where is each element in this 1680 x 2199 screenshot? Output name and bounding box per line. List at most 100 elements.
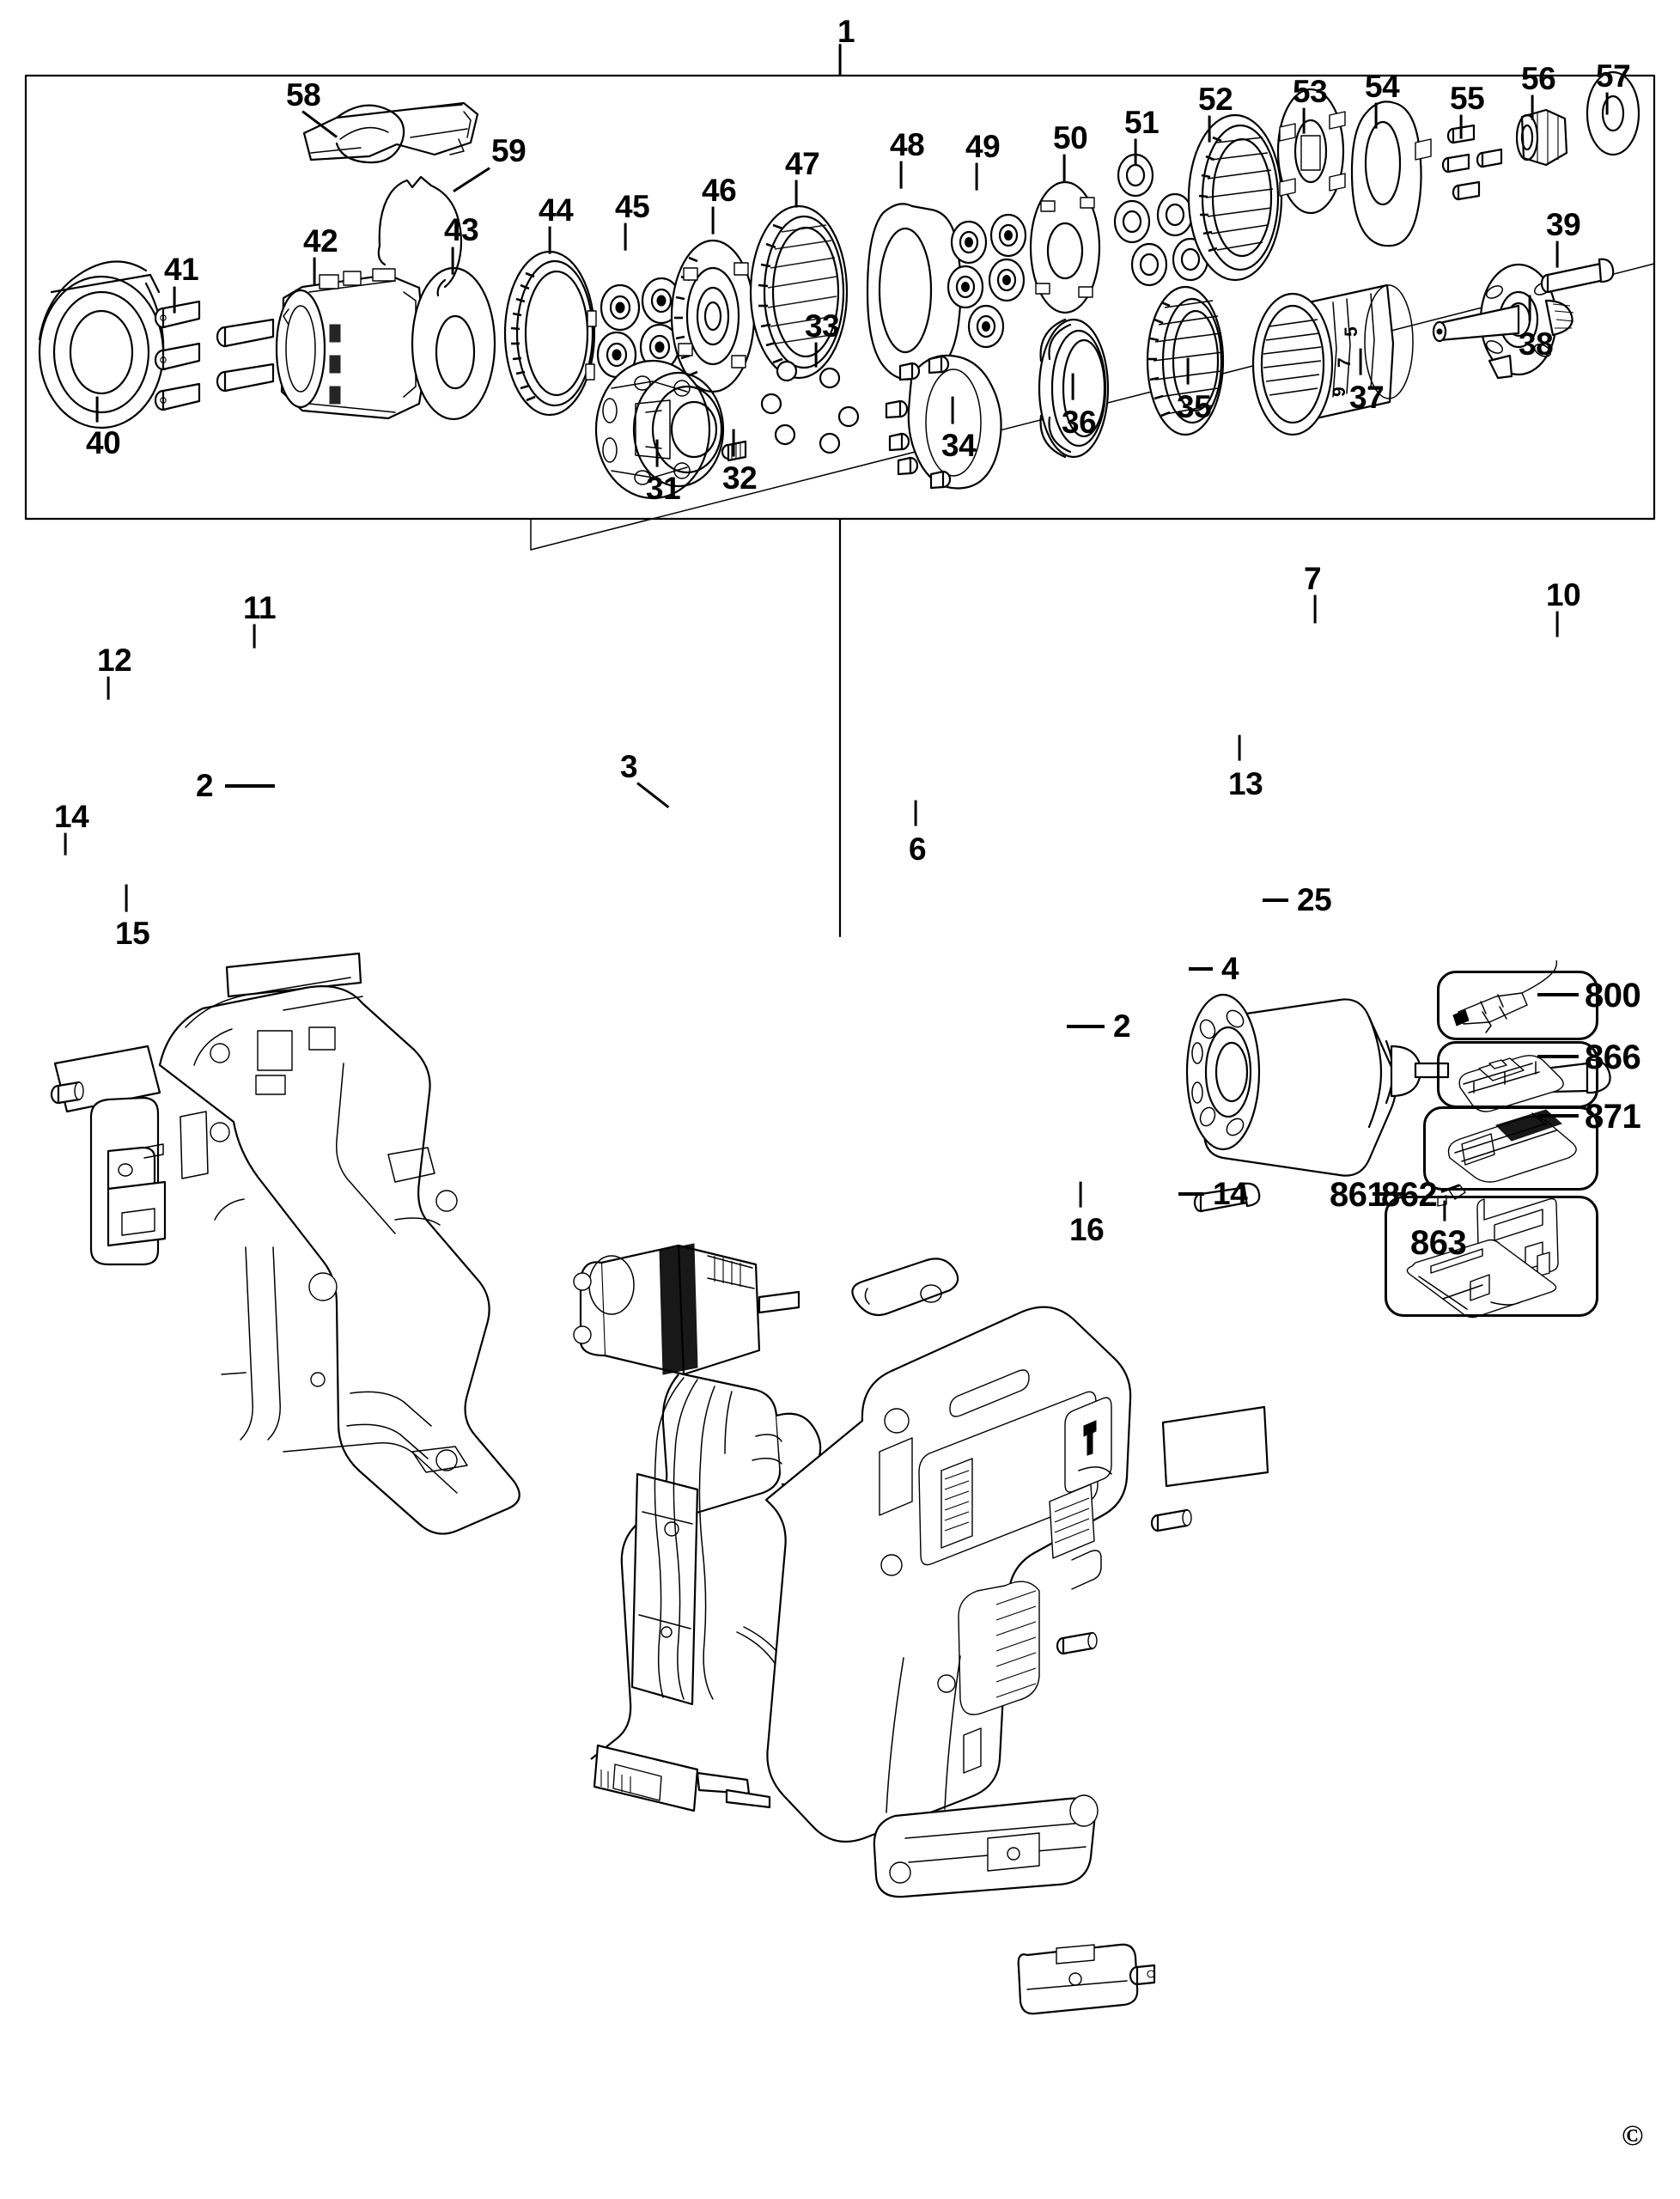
callout-57-19: 57: [1596, 58, 1631, 94]
callout-15-34: 15: [115, 916, 150, 951]
part-52-ring-gear-1: [1187, 113, 1283, 282]
part-39-pin: [1540, 258, 1615, 294]
callout-49-11: 49: [965, 129, 1001, 164]
leader-line-7: [1313, 594, 1317, 624]
callout-46-8: 46: [702, 173, 737, 208]
callout-14-33: 14: [54, 799, 89, 834]
leader-line-863: [1443, 1200, 1446, 1221]
callout-48-10: 48: [890, 127, 925, 162]
accessory-866-battery: [1458, 1055, 1564, 1112]
part-46-planet-carrier: [670, 239, 756, 393]
leader-line-49: [975, 162, 978, 191]
callout-41-3: 41: [164, 252, 199, 287]
callout-4-41: 4: [1221, 951, 1239, 986]
callout-16-44: 16: [1069, 1212, 1105, 1247]
callout-38-21: 38: [1519, 326, 1554, 362]
part-14-screw-left: [50, 1081, 84, 1105]
part-42-gearbox-frame: [275, 268, 428, 420]
part-59-wire-spring-clip: [377, 175, 463, 297]
leader-line-44: [548, 226, 551, 254]
accessory-871-charger: [1447, 1109, 1577, 1183]
callout-866-46: 866: [1585, 1039, 1641, 1076]
accessory-861-case: [1406, 1185, 1559, 1319]
part-37-gear-case-collar: 5 7 9: [1251, 283, 1414, 436]
leader-line-14: [64, 832, 67, 856]
part-44-ring-gear: [503, 250, 597, 417]
leader-line-1: [838, 44, 842, 76]
accessory-box-871: [1423, 1106, 1598, 1191]
callout-39-20: 39: [1546, 207, 1581, 242]
part-47-ring-gear-2: [749, 204, 849, 380]
callout-35-28: 35: [1177, 389, 1212, 424]
leader-line-866: [1537, 1055, 1579, 1058]
leader-line-53: [1302, 107, 1306, 134]
callout-800-45: 800: [1585, 977, 1641, 1014]
leader-line-39: [1555, 241, 1559, 268]
callout-14-43: 14: [1213, 1176, 1248, 1211]
leader-line-33: [814, 342, 818, 368]
leader-line-14: [1178, 1192, 1204, 1196]
svg-text:5: 5: [1342, 326, 1361, 337]
leader-line-57: [1605, 92, 1609, 115]
part-54-end-plate: [1350, 101, 1432, 247]
leader-line-48: [899, 161, 903, 189]
leader-line-34: [951, 396, 954, 424]
part-25-label: [1161, 1405, 1269, 1488]
leader-line-42: [313, 257, 316, 285]
callout-37-29: 37: [1349, 380, 1385, 415]
callout-50-12: 50: [1053, 120, 1088, 155]
callout-7-35: 7: [1304, 561, 1322, 596]
callout-13-37: 13: [1228, 766, 1263, 801]
leader-line-43: [451, 247, 454, 275]
part-31-clutch-housing: [594, 359, 725, 500]
leader-line-16: [1079, 1181, 1082, 1208]
part-15-belt-clip: [89, 1096, 167, 1266]
leader-line-35: [1186, 357, 1190, 385]
callout-861-48: 861: [1330, 1176, 1386, 1214]
part-14-screw-right: [1129, 1964, 1156, 1986]
leader-line-10: [1555, 611, 1559, 637]
callout-58-1: 58: [286, 77, 321, 113]
part-16-terminal-cover: [1017, 1943, 1139, 2015]
callout-862-49: 862: [1381, 1176, 1438, 1214]
leader-line-13: [1238, 734, 1241, 761]
callout-12-31: 12: [97, 643, 132, 678]
leader-line-45: [624, 222, 627, 251]
leader-line-52: [1208, 115, 1211, 143]
accessory-box-800: [1437, 971, 1598, 1040]
leader-line-40: [95, 396, 99, 423]
part-4-screw: [1150, 1508, 1192, 1532]
part-43-washer-plate: [411, 266, 496, 421]
callout-56-18: 56: [1521, 61, 1556, 96]
callout-44-6: 44: [539, 192, 574, 228]
callout-59-2: 59: [491, 133, 527, 168]
callout-2-42: 2: [1113, 1008, 1131, 1044]
callout-11-30: 11: [243, 590, 277, 625]
leader-line-56: [1531, 94, 1534, 120]
leader-line-46: [711, 206, 715, 235]
leader-line-12: [107, 676, 110, 700]
leader-line-55: [1459, 114, 1463, 139]
part-57-washer: [1586, 70, 1640, 156]
part-6-belt-hook-link: [851, 1258, 959, 1316]
leader-line-800: [1537, 993, 1579, 996]
part-35-clutch-spring-ring: [1146, 285, 1225, 436]
callout-36-27: 36: [1062, 405, 1097, 440]
callout-53-15: 53: [1293, 74, 1328, 109]
leader-line-41: [173, 286, 176, 314]
leader-line-31: [655, 439, 659, 467]
callout-32-25: 32: [722, 460, 758, 496]
leader-line-4: [1189, 967, 1213, 971]
callout-863-50: 863: [1410, 1224, 1467, 1262]
callout-40-22: 40: [86, 425, 121, 460]
copyright-mark: ©: [1622, 2120, 1644, 2152]
accessory-800-bit-holder: [1452, 959, 1558, 1033]
part-58-speed-selector: [302, 101, 479, 164]
callout-52-14: 52: [1198, 82, 1233, 117]
callout-25-40: 25: [1297, 882, 1332, 917]
part-4-screw-lower: [1056, 1631, 1098, 1655]
leader-line-51: [1134, 138, 1137, 165]
leader-line-871: [1537, 1114, 1579, 1118]
